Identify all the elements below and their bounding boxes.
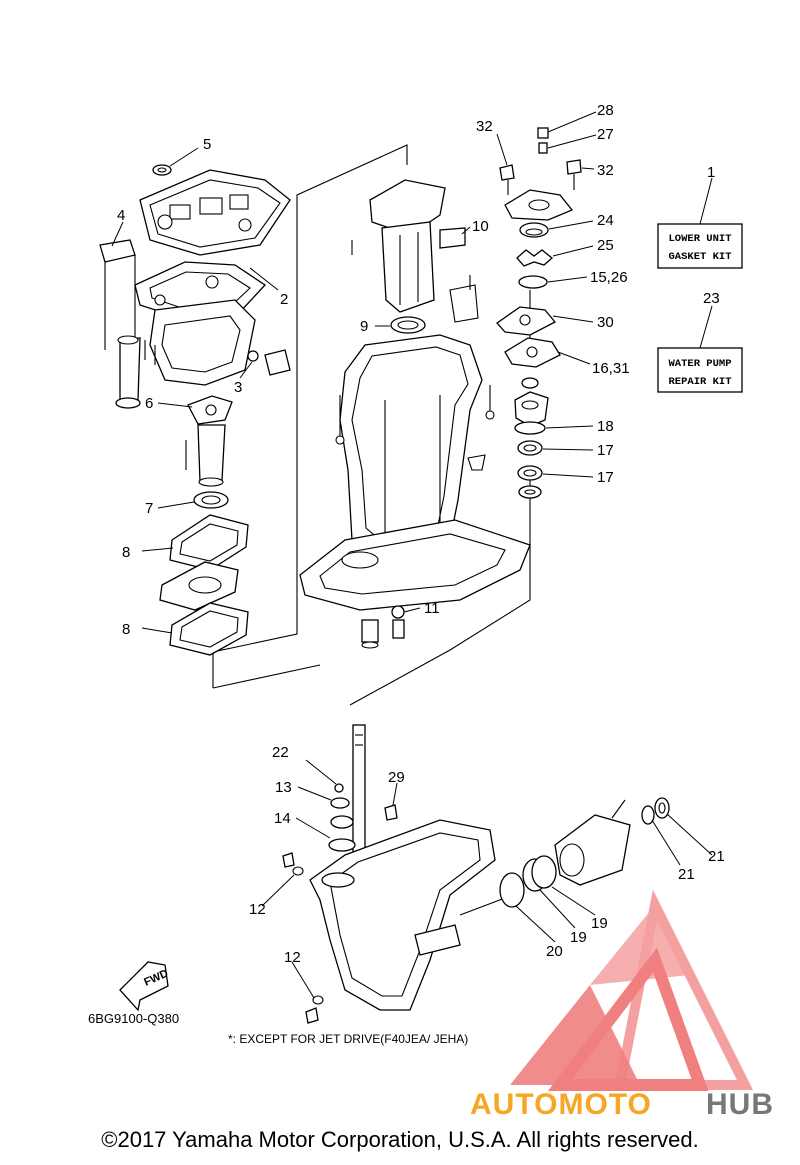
callout-6: 6 (145, 395, 153, 412)
callout-20: 20 (546, 943, 563, 960)
water-pump-assembly (496, 127, 582, 499)
callout-13: 13 (275, 779, 292, 796)
copyright-notice: ©2017 Yamaha Motor Corporation, U.S.A. A… (101, 1127, 699, 1152)
callout-19-left: 19 (570, 929, 587, 946)
callout-29: 29 (388, 769, 405, 786)
callout-28: 28 (597, 102, 614, 119)
callout-22: 22 (272, 744, 289, 761)
callout-14: 14 (274, 810, 291, 827)
callout-23: 23 (703, 290, 720, 307)
callout-numbers: 5 4 2 3 6 7 8 8 10 9 11 28 27 32 32 24 2… (117, 102, 725, 966)
callout-5: 5 (203, 136, 211, 153)
callout-18: 18 (597, 418, 614, 435)
exhaust-guide-assembly (99, 164, 291, 656)
leader-lines (111, 111, 713, 999)
callout-3: 3 (234, 379, 242, 396)
callout-2: 2 (280, 291, 288, 308)
upper-casing-assembly (299, 179, 531, 649)
kit-water-pump-line2: REPAIR KIT (668, 376, 731, 388)
callout-10: 10 (472, 218, 489, 235)
callout-12-upper: 12 (249, 901, 266, 918)
lower-unit-assembly (282, 724, 670, 1024)
kit-lower-unit-line1: LOWER UNIT (668, 233, 731, 245)
callout-16-31: 16,31 (592, 360, 630, 377)
watermark-text-orange: AUTOMOTO (470, 1088, 652, 1121)
callout-9: 9 (360, 318, 368, 335)
lower-unit-gasket-kit-box: LOWER UNIT GASKET KIT (657, 223, 743, 269)
callout-17-lower: 17 (597, 469, 614, 486)
fwd-arrow: FWD (119, 961, 170, 1012)
callout-4: 4 (117, 207, 125, 224)
assembly-frame-lines (212, 144, 531, 706)
jet-drive-note: *: EXCEPT FOR JET DRIVE(F40JEA/ JEHA) (228, 1032, 468, 1046)
callout-19-right: 19 (591, 915, 608, 932)
callout-32-right: 32 (597, 162, 614, 179)
callout-1: 1 (707, 164, 715, 181)
callout-21-left: 21 (678, 866, 695, 883)
callout-24: 24 (597, 212, 614, 229)
callout-21-right: 21 (708, 848, 725, 865)
callout-32-left: 32 (476, 118, 493, 135)
callout-8-lower: 8 (122, 621, 130, 638)
kit-water-pump-line1: WATER PUMP (668, 358, 731, 370)
callout-7: 7 (145, 500, 153, 517)
callout-12-lower: 12 (284, 949, 301, 966)
kit-lower-unit-line2: GASKET KIT (668, 251, 731, 263)
callout-17-upper: 17 (597, 442, 614, 459)
water-pump-repair-kit-box: WATER PUMP REPAIR KIT (657, 347, 743, 393)
diagram-code: 6BG9100-Q380 (88, 1011, 179, 1026)
watermark-text-gray: HUB (706, 1088, 774, 1121)
callout-30: 30 (597, 314, 614, 331)
callout-8-upper: 8 (122, 544, 130, 561)
callout-25: 25 (597, 237, 614, 254)
callout-15-26: 15,26 (590, 269, 628, 286)
automotohub-logo: AUTOMOTO HUB (470, 889, 774, 1121)
callout-27: 27 (597, 126, 614, 143)
callout-11: 11 (424, 600, 440, 617)
